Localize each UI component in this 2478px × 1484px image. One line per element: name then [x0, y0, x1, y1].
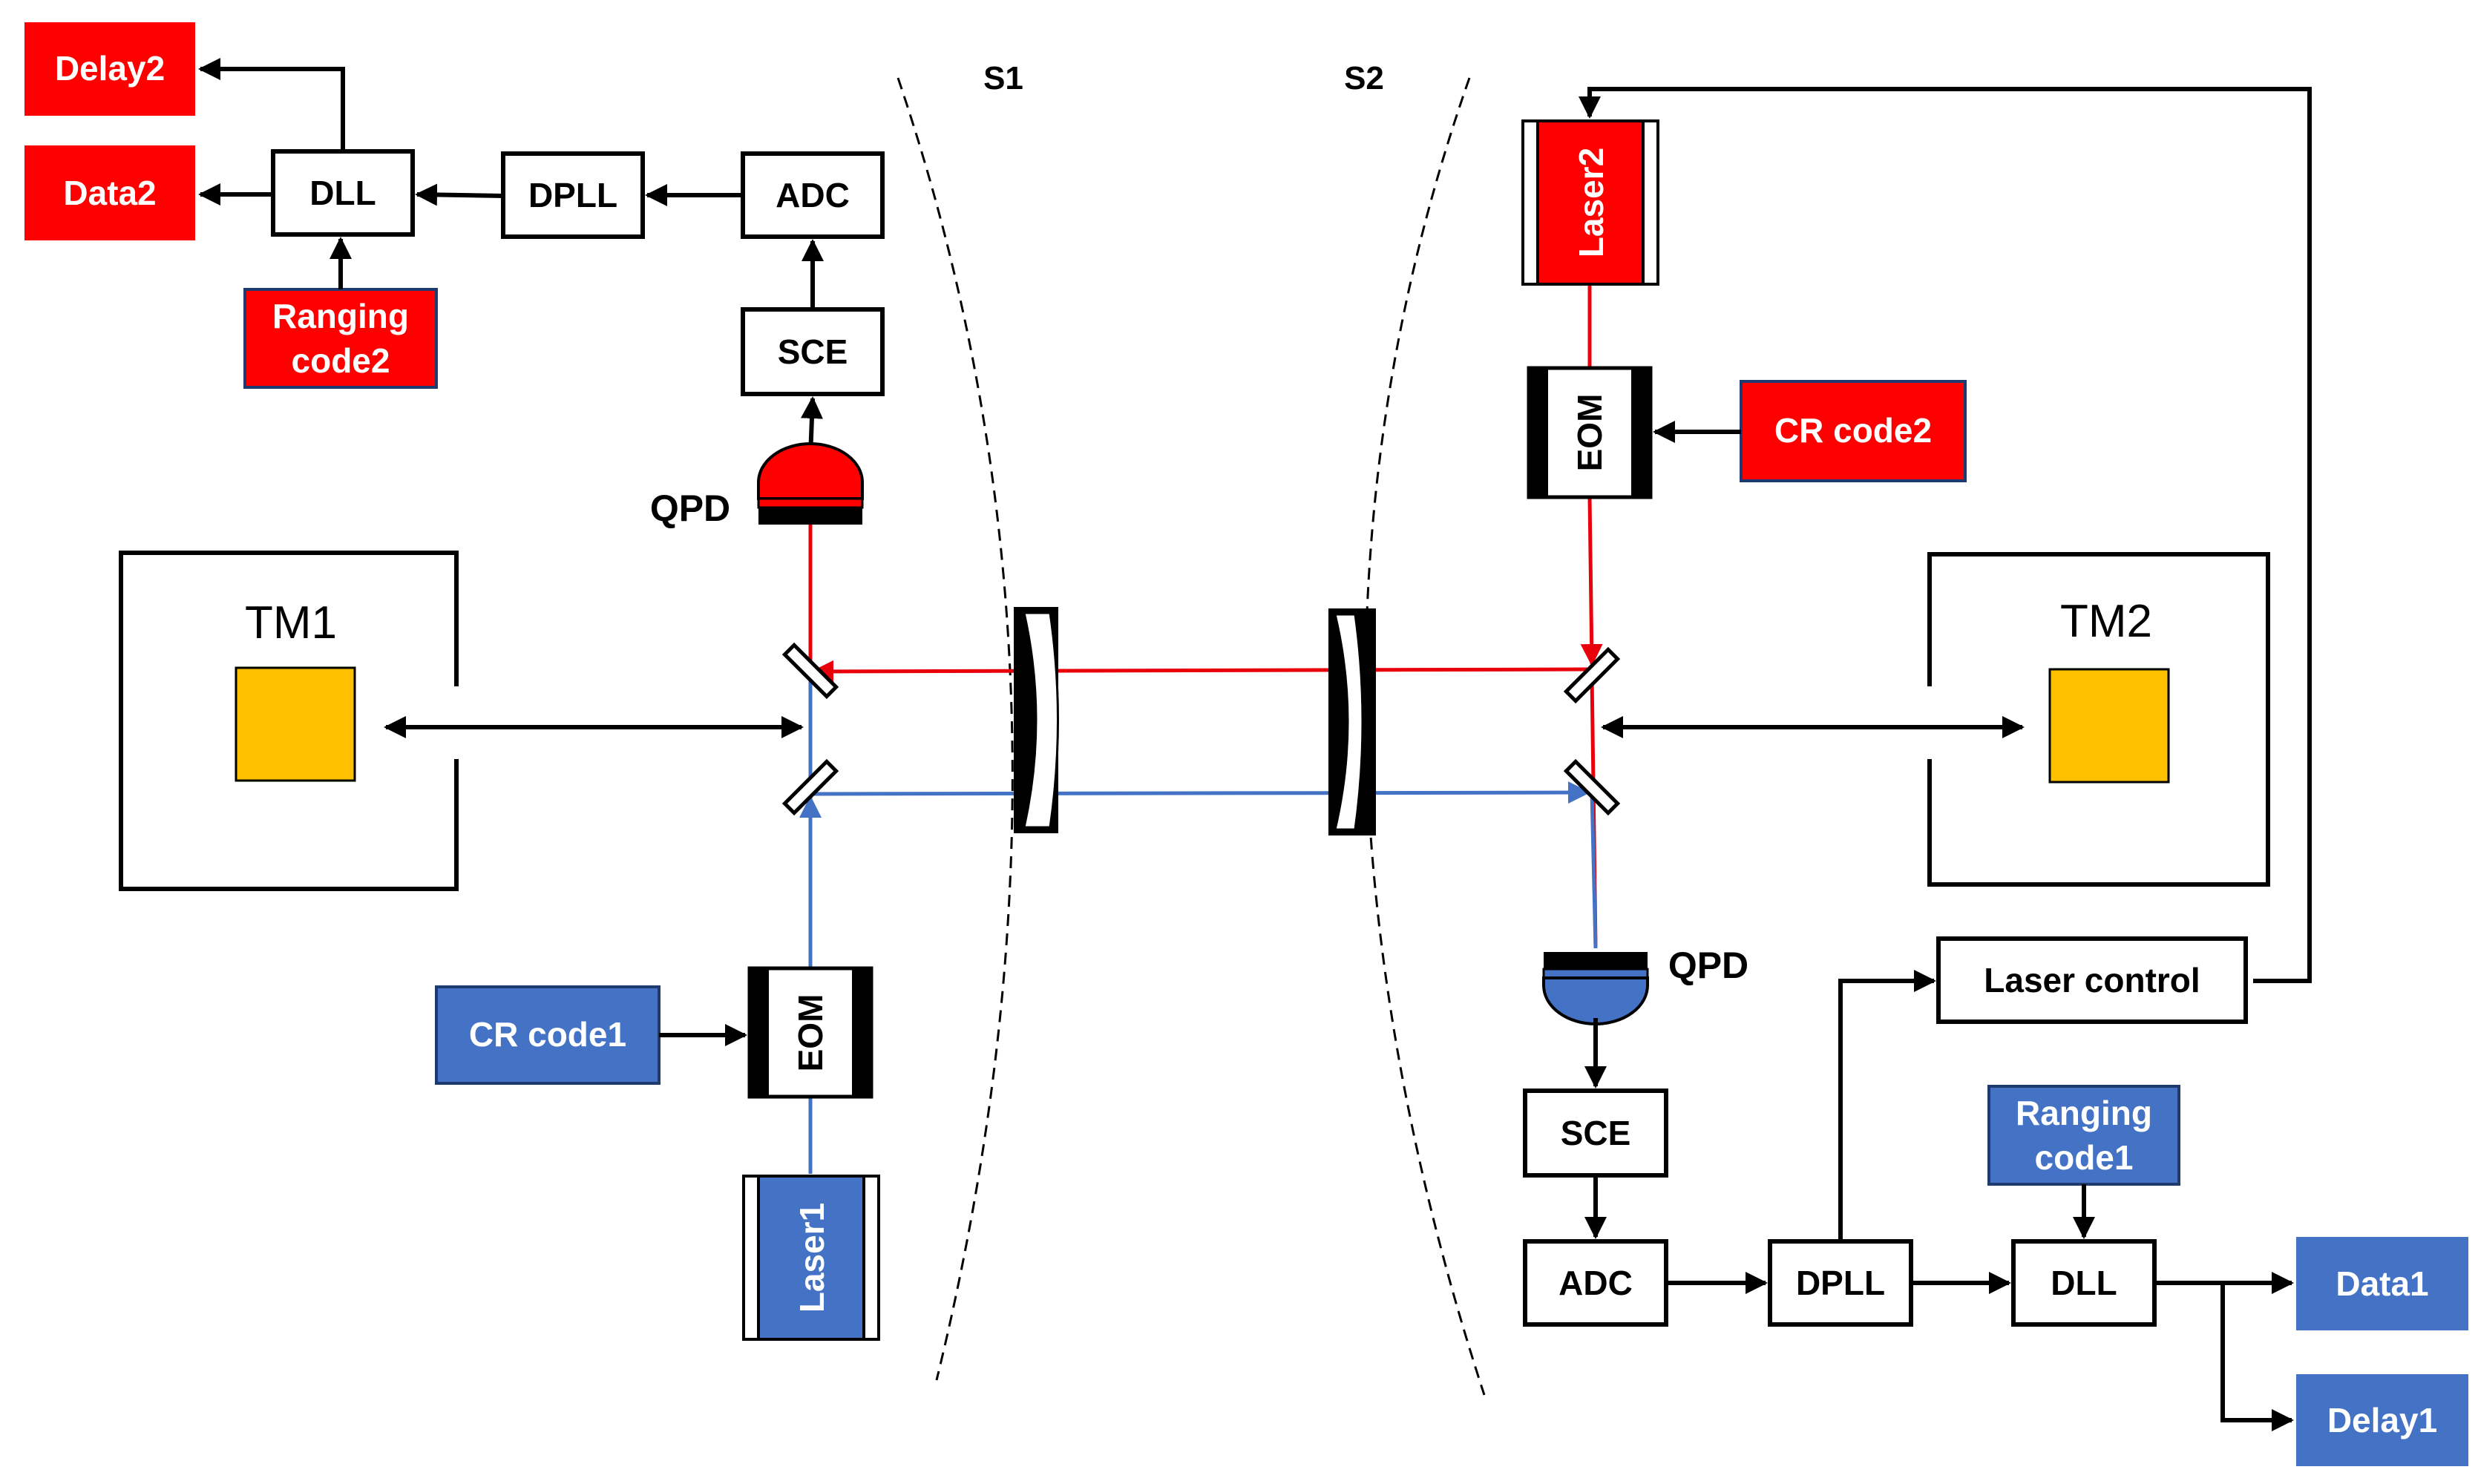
right-dll-box	[2011, 1239, 2157, 1327]
right-sce-label: SCE	[1561, 1114, 1631, 1152]
surface-s2-label: S2	[1344, 60, 1384, 96]
left-data-box	[24, 145, 195, 240]
blue-beam-down-to-qpd	[1590, 792, 1598, 949]
right-eom	[1527, 366, 1653, 499]
left-delay-box	[24, 22, 195, 116]
arrow-left-dll-to-delay	[198, 58, 345, 151]
left-adc-box	[741, 151, 885, 239]
right-cr-code-label: CR code2	[1774, 411, 1932, 450]
tm2-mass	[2048, 668, 2170, 784]
left-eom	[747, 966, 873, 1099]
telescope-right	[1328, 608, 1376, 835]
left-ranging-code-label-line1: Ranging	[272, 297, 409, 335]
right-adc-label: ADC	[1558, 1264, 1633, 1302]
left-data-label: Data2	[63, 174, 156, 212]
telescope-left	[1014, 607, 1059, 833]
right-data-label: Data1	[2336, 1264, 2428, 1303]
left-dpll-box	[501, 151, 645, 239]
right-laser-label: Laser2	[1572, 148, 1610, 257]
surface-s1-label: S1	[983, 60, 1023, 96]
right-delay-label: Delay1	[2327, 1401, 2437, 1439]
right-ranging-code-label-line2: code1	[2035, 1138, 2134, 1177]
red-beam-across	[811, 660, 1590, 683]
right-eom-label: EOM	[1570, 394, 1609, 472]
red-beam-eom-splitter	[1580, 496, 1603, 666]
left-cr-code-box	[435, 985, 661, 1085]
right-data-box	[2296, 1237, 2468, 1330]
arrow-right-dpll-to-laser-control	[1838, 970, 1936, 1241]
left-sce-box	[741, 307, 885, 396]
right-sce-box	[1523, 1089, 1668, 1178]
tm2-label: TM2	[2060, 596, 2152, 647]
right-dll-label: DLL	[2051, 1264, 2117, 1302]
tm1-label: TM1	[245, 597, 337, 649]
left-qpd	[757, 442, 864, 525]
left-adc-label: ADC	[776, 176, 850, 214]
right-cr-code-box	[1740, 380, 1967, 482]
right-delay-box	[2296, 1374, 2468, 1466]
tm2-housing	[1927, 552, 2270, 887]
blue-beam-across	[813, 781, 1590, 804]
arrow-laser-control-to-laser2	[1579, 87, 2312, 983]
right-lower-splitter	[1563, 758, 1621, 816]
arrow-left-dpll-to-dll	[415, 183, 504, 206]
left-delay-label: Delay2	[55, 49, 165, 88]
right-ranging-code-box	[1987, 1085, 2180, 1186]
left-qpd-label: QPD	[650, 487, 730, 529]
left-dll-box	[271, 149, 415, 237]
tm1-housing	[119, 551, 459, 891]
left-ranging-code-label-line2: code2	[292, 341, 390, 380]
right-qpd-label: QPD	[1668, 945, 1748, 986]
surface-s2-arc	[1364, 77, 1486, 1396]
arrow-right-dll-to-delay	[2220, 1283, 2294, 1431]
left-cr-code-label: CR code1	[469, 1015, 626, 1054]
surface-s1-arc	[897, 77, 1014, 1381]
left-lower-splitter	[781, 758, 839, 816]
left-dpll-label: DPLL	[528, 176, 617, 214]
right-laser-control-box	[1936, 936, 2248, 1024]
tm1-mass	[235, 666, 356, 782]
left-sce-label: SCE	[778, 332, 848, 371]
left-dll-label: DLL	[309, 174, 376, 212]
right-ranging-code-label-line1: Ranging	[2016, 1094, 2152, 1132]
right-laser-control-label: Laser control	[1984, 961, 2200, 999]
left-laser-label: Laser1	[793, 1203, 831, 1313]
left-ranging-code-box	[243, 288, 438, 389]
right-laser	[1521, 119, 1659, 286]
left-upper-splitter	[781, 642, 839, 700]
right-dpll-label: DPLL	[1796, 1264, 1885, 1302]
right-qpd	[1542, 952, 1649, 1025]
left-eom-label: EOM	[791, 994, 830, 1072]
left-laser	[742, 1175, 880, 1341]
right-upper-splitter	[1563, 646, 1621, 704]
